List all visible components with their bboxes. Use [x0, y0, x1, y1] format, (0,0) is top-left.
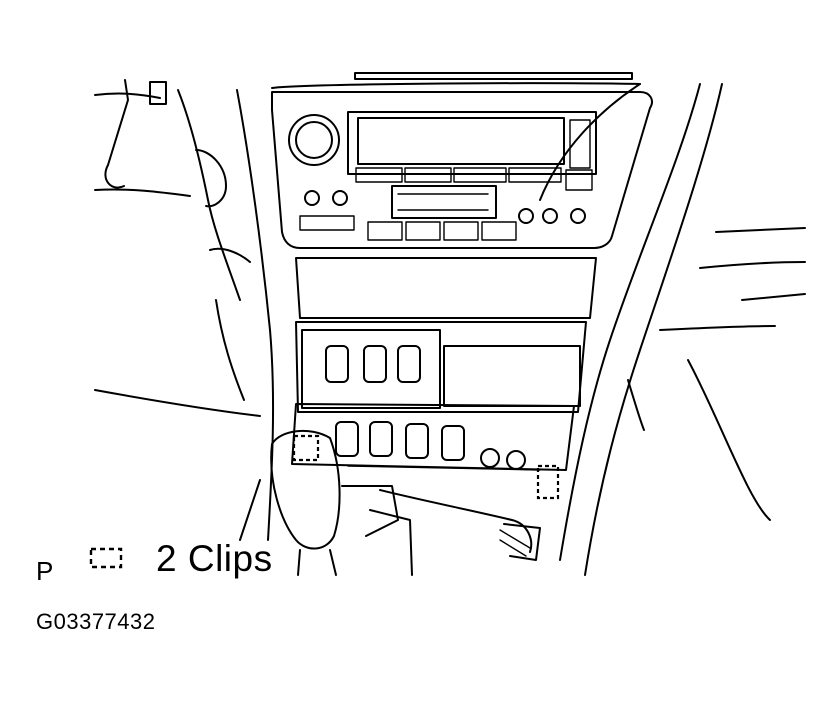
floor-lines [94, 389, 261, 541]
view-label: P [36, 556, 54, 586]
steering-column-and-harness [94, 79, 251, 401]
dash-upper-outline [236, 72, 723, 576]
clip-legend-text: 2 Clips [156, 538, 273, 579]
clip-legend-icon [89, 547, 123, 569]
audio-head-unit [271, 91, 653, 249]
clip-location-right [536, 464, 560, 500]
lower-switch-bezel [291, 403, 575, 471]
clip-location-left [292, 434, 320, 462]
console-blank-panel [295, 257, 597, 319]
shift-lever [270, 429, 541, 576]
switch-panel [295, 321, 587, 413]
figure-id: G03377432 [36, 609, 156, 634]
right-side-trim [627, 227, 806, 521]
